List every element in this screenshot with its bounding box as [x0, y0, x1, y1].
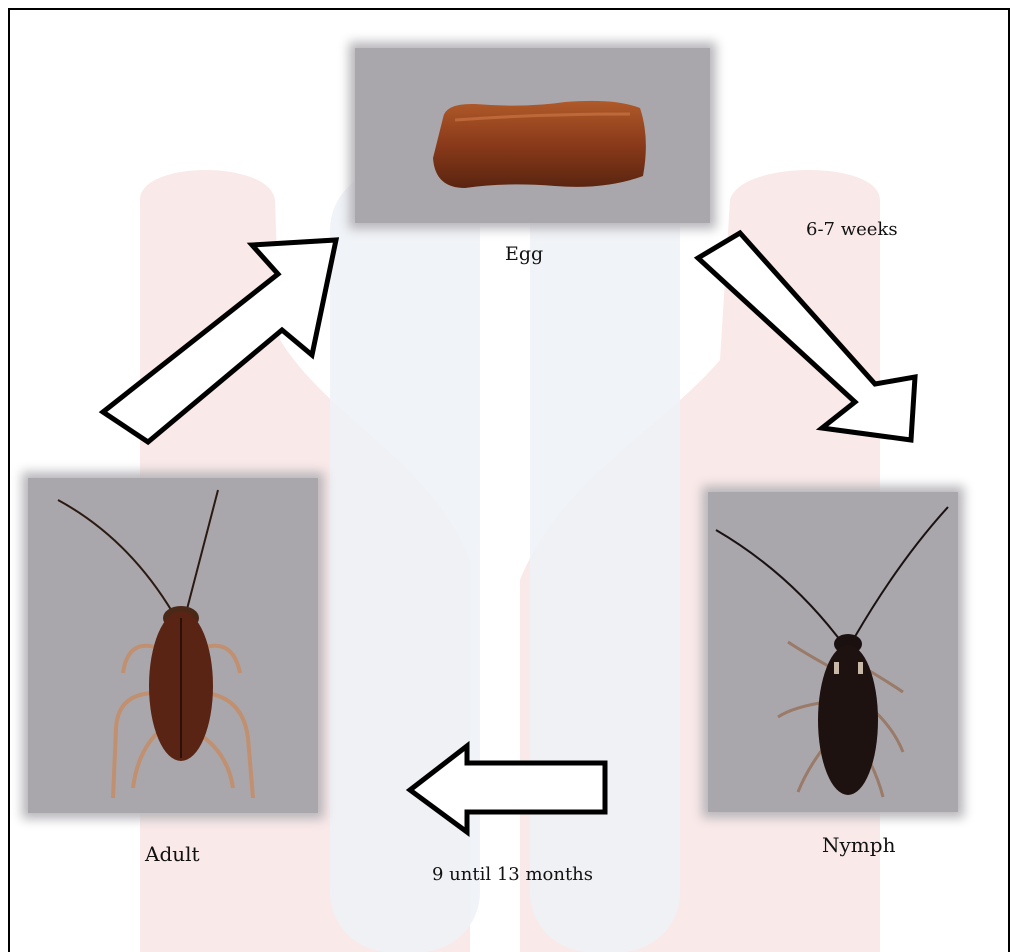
nymph-to-adult-duration: 9 until 13 months — [432, 864, 593, 885]
nymph-to-adult-arrow — [410, 746, 605, 832]
egg-to-nymph-arrow — [698, 233, 915, 440]
adult-to-egg-arrow — [103, 240, 336, 442]
egg-to-nymph-duration: 6-7 weeks — [806, 219, 898, 240]
